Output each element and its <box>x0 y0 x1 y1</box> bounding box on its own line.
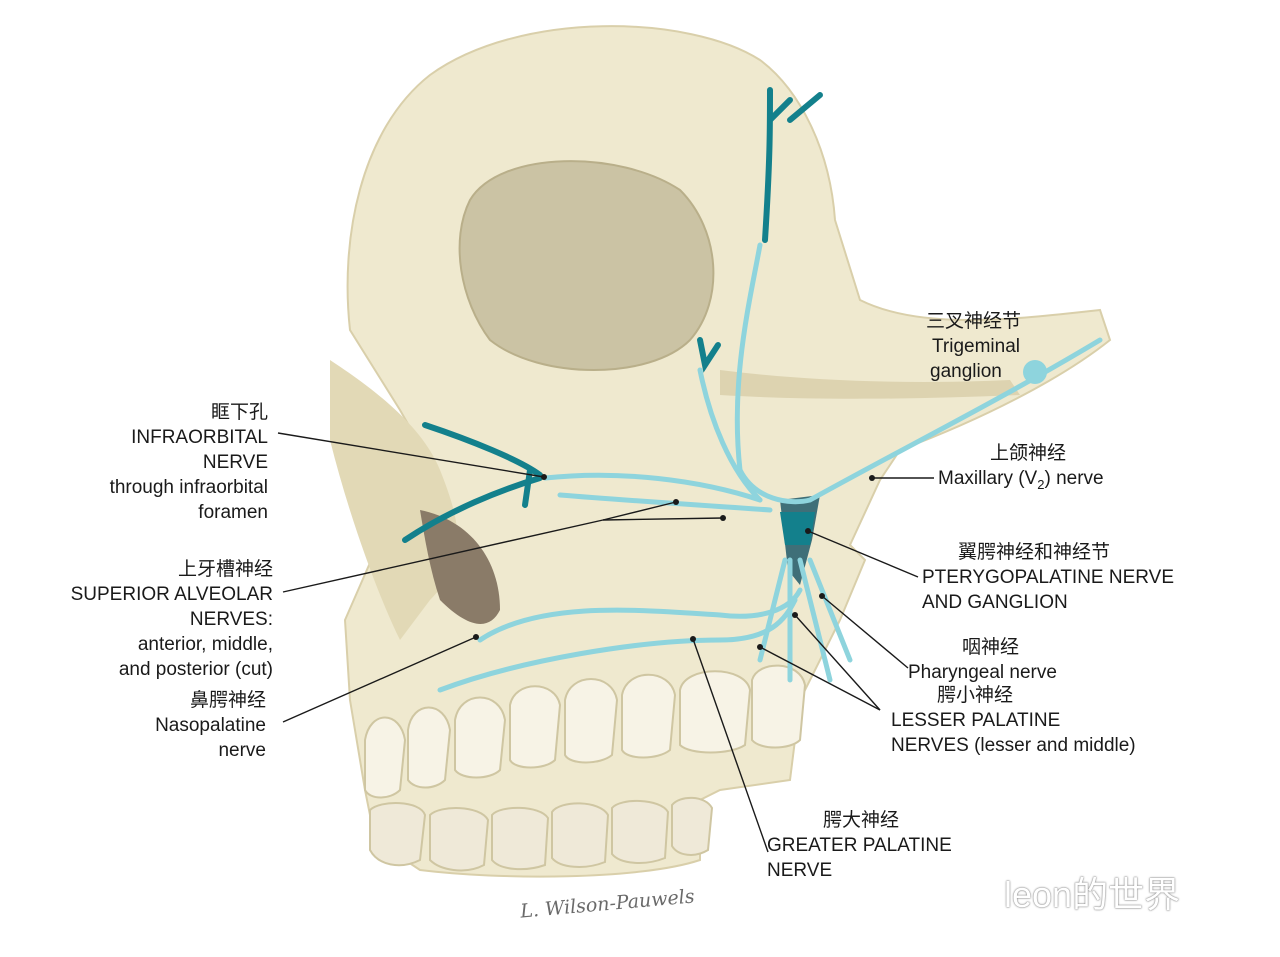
infraorbital-label: 眶下孔 INFRAORBITAL NERVE through infraorbi… <box>110 400 268 525</box>
maxillary-l1-sub: 2 <box>1037 476 1045 492</box>
lesser-palatine-l1: LESSER PALATINE <box>891 710 1061 731</box>
greater-palatine-label: 腭大神经 GREATER PALATINE NERVE <box>767 808 952 883</box>
trigeminal-l2: ganglion <box>930 361 1002 382</box>
greater-palatine-l2: NERVE <box>767 860 833 881</box>
zygomatic-arch <box>720 370 1020 399</box>
greater-palatine-l1: GREATER PALATINE <box>767 835 952 856</box>
orbit <box>458 160 715 371</box>
trigeminal-label: 三叉神经节 Trigeminal ganglion <box>926 309 1021 384</box>
pterygopalatine-l1: PTERYGOPALATINE NERVE <box>922 567 1175 588</box>
superior-alveolar-label: 上牙槽神经 SUPERIOR ALVEOLAR NERVES: anterior… <box>71 557 273 682</box>
superior-alveolar-l1: SUPERIOR ALVEOLAR <box>70 584 273 605</box>
pterygopalatine-zh: 翼腭神经和神经节 <box>958 541 1111 563</box>
upper-teeth <box>364 664 807 799</box>
pterygopalatine-label: 翼腭神经和神经节 PTERYGOPALATINE NERVE AND GANGL… <box>922 540 1174 615</box>
leader-lines <box>277 432 934 853</box>
pterygopalatine-ganglion <box>780 512 815 545</box>
lesser-palatine-l2: NERVES (lesser and middle) <box>891 735 1136 756</box>
maxillary-l1-post: ) nerve <box>1044 468 1104 489</box>
trigeminal-zh: 三叉神经节 <box>926 310 1022 332</box>
watermark: leon的世界 <box>958 866 1180 918</box>
pterygopalatine-l2: AND GANGLION <box>922 592 1068 613</box>
leader-dots <box>473 474 875 650</box>
maxillary-l1-pre: Maxillary (V <box>938 468 1038 489</box>
infraorbital-l1: INFRAORBITAL <box>131 427 268 448</box>
watermark-text: leon的世界 <box>1004 874 1181 915</box>
lower-teeth <box>369 796 714 872</box>
maxillary-zh: 上颌神经 <box>990 442 1067 464</box>
maxillary-label: 上颌神经 Maxillary (V2) nerve <box>938 441 1104 497</box>
pharyngeal-zh: 咽神经 <box>962 636 1020 658</box>
superior-alveolar-l2: NERVES: <box>189 609 273 630</box>
nasopalatine-label: 鼻腭神经 Nasopalatine nerve <box>155 688 266 763</box>
pharyngeal-label: 咽神经 Pharyngeal nerve <box>908 635 1057 685</box>
nerve-dark-paths <box>402 87 823 543</box>
greater-palatine-zh: 腭大神经 <box>823 809 900 831</box>
superior-alveolar-l4: and posterior (cut) <box>118 659 273 680</box>
maxillary-l1: Maxillary (V2) nerve <box>938 466 1104 497</box>
infraorbital-zh: 眶下孔 <box>210 401 268 423</box>
infraorbital-l2: NERVE <box>202 452 268 473</box>
nasopalatine-l2: nerve <box>218 740 266 761</box>
infraorbital-l4: foramen <box>198 502 268 523</box>
lesser-palatine-zh: 腭小神经 <box>937 684 1014 706</box>
nerve-light-paths <box>437 242 1103 693</box>
nasal-cavity <box>420 510 500 624</box>
nasopalatine-l1: Nasopalatine <box>155 715 266 736</box>
cheek-shadow <box>330 360 458 640</box>
wechat-icon <box>958 880 998 914</box>
superior-alveolar-l3: anterior, middle, <box>137 634 273 655</box>
infraorbital-l3: through infraorbital <box>109 477 268 498</box>
nasopalatine-zh: 鼻腭神经 <box>189 689 266 711</box>
trigeminal-l1: Trigeminal <box>932 336 1020 357</box>
trigeminal-ganglion-dot <box>1023 360 1047 384</box>
superior-alveolar-zh: 上牙槽神经 <box>177 558 273 580</box>
pharyngeal-l1: Pharyngeal nerve <box>908 662 1057 683</box>
lesser-palatine-label: 腭小神经 LESSER PALATINE NERVES (lesser and … <box>891 683 1136 758</box>
